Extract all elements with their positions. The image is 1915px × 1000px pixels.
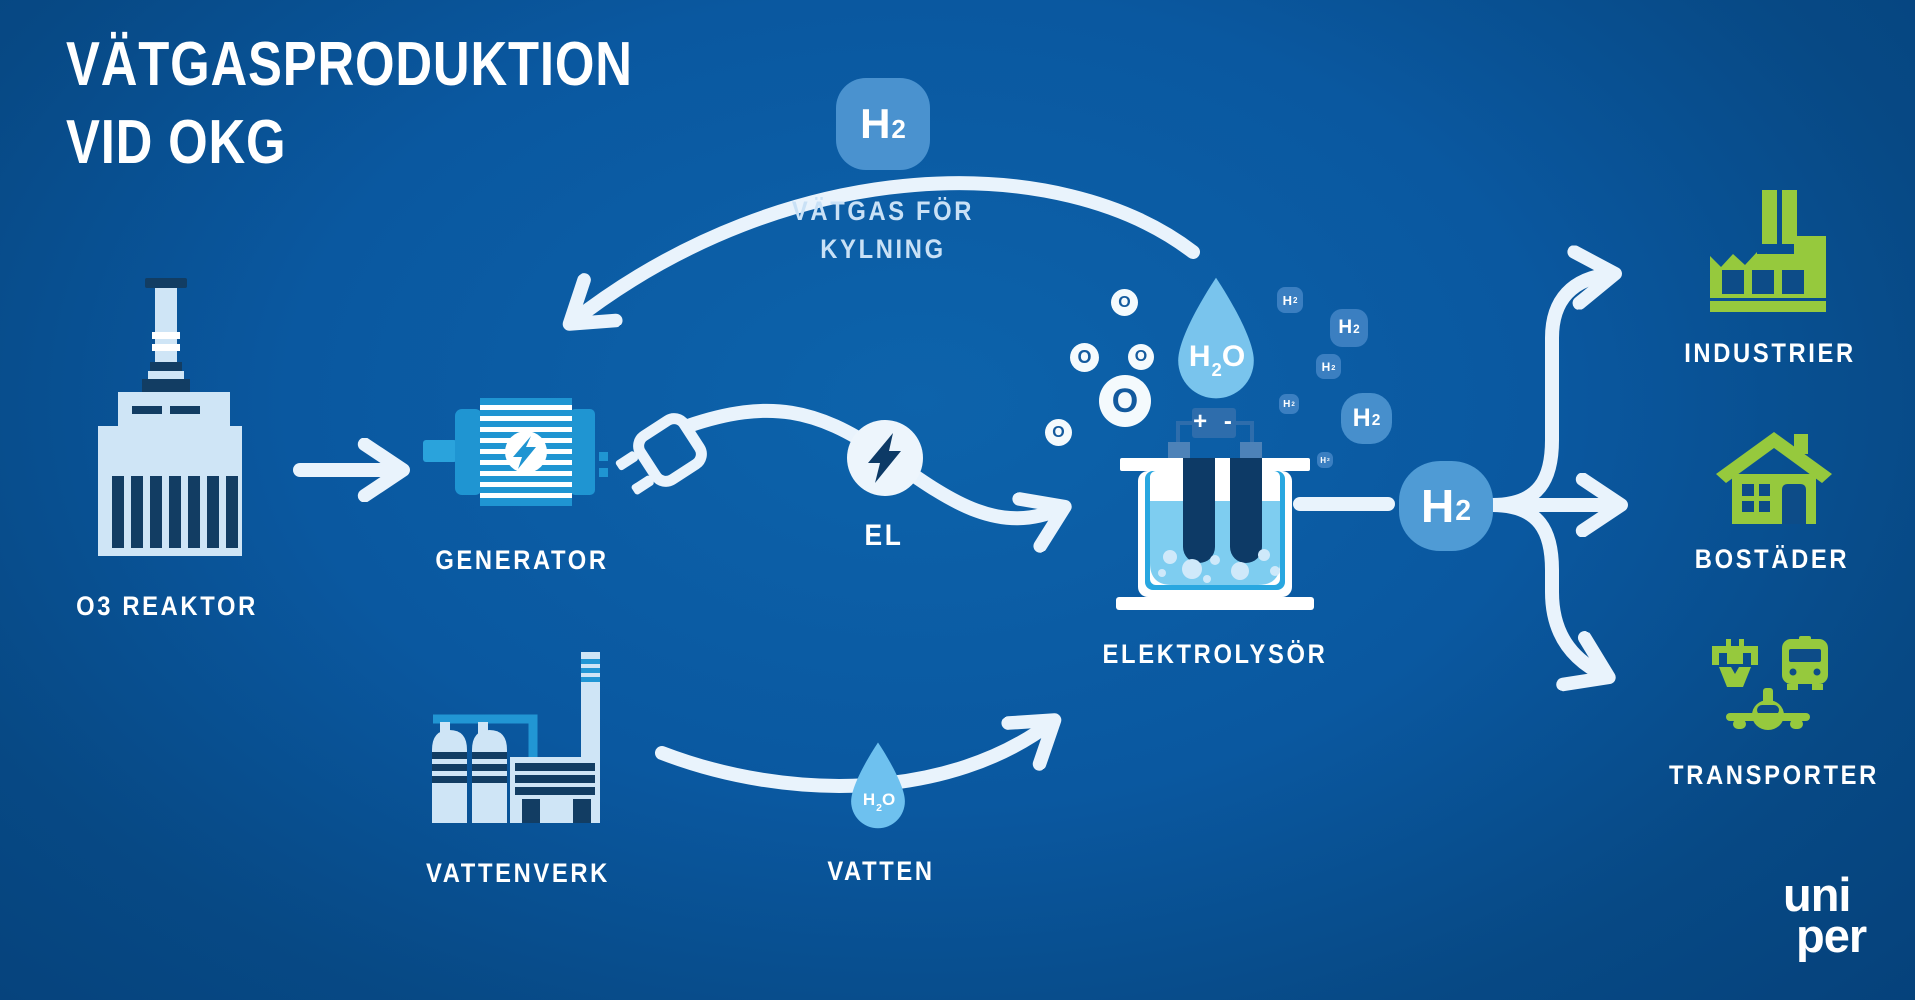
generator-label: GENERATOR [435,545,609,575]
branch-to-industries [1485,274,1612,512]
oxygen-bubble: O [1128,344,1154,370]
title-line-2: VID OKG [66,108,287,177]
electricity-label: EL [864,519,904,552]
big-drop-formula: H2O [1188,340,1246,381]
oxygen-bubble: O [1045,419,1072,446]
electrode [1183,458,1215,563]
house-icon [1716,432,1832,524]
plug-icon [615,413,707,495]
waterworks-icon [432,652,600,823]
power-supply-box [1192,408,1236,438]
factory-icon [1710,190,1826,312]
water-drop-icon [1178,277,1254,399]
transport-label: TRANSPORTER [1669,760,1879,790]
electrode [1230,458,1262,563]
small-drop-formula: H2O [862,790,896,815]
reactor-icon [98,278,242,556]
electricity-icon [847,420,923,496]
power-terminals-label: + - [1193,408,1237,435]
housing-label: BOSTÄDER [1694,544,1850,574]
bus-icon [1782,636,1828,690]
page-title: VÄTGASPRODUKTION VID OKG [66,26,633,182]
water-label: VATTEN [827,856,935,886]
logo-line-2: per [1796,909,1867,962]
arrow-cooling-h2-to-generator [572,176,1200,322]
waterworks-label: VATTENVERK [426,858,610,888]
cooling-label: VÄTGAS FÖR KYLNING [792,192,974,268]
uniper-logo: uni per [1783,868,1867,962]
generator-icon [423,398,608,506]
cooling-label-line-1: VÄTGAS FÖR [791,196,975,226]
oxygen-bubble: O [1070,343,1099,372]
title-line-1: VÄTGASPRODUKTION [66,30,633,99]
logo-line-1: uni [1783,868,1851,921]
electrolyzer-label: ELEKTROLYSÖR [1102,639,1328,669]
plane-icon [1726,688,1810,730]
ship-icon [1712,639,1758,687]
water-drop-small-icon [851,742,905,829]
electrolyzer-icon [1116,408,1314,610]
lightning-bolt-icon [513,436,536,469]
cooling-label-line-2: KYLNING [820,234,946,264]
reactor-label: O3 REAKTOR [76,591,258,621]
oxygen-bubble: O [1111,289,1138,316]
industries-label: INDUSTRIER [1684,338,1856,368]
oxygen-bubble: O [1099,375,1151,427]
branch-to-transport [1485,498,1606,676]
